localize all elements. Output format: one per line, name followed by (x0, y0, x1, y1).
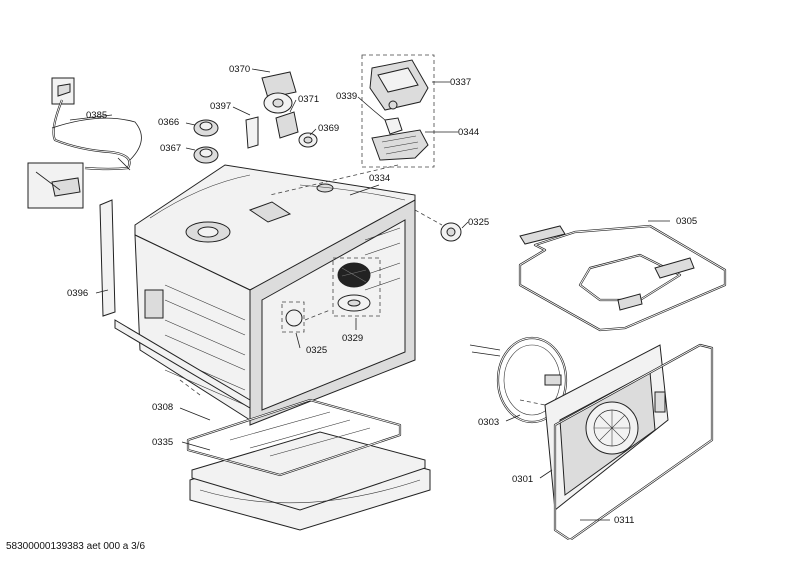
document-code: 58300000139383 aet 000 a 3/6 (6, 541, 146, 552)
label-0337: 0337 (450, 77, 471, 88)
exploded-parts-diagram: 0370 0371 0397 0339 0337 0385 0366 0367 … (27, 54, 727, 540)
label-0371: 0371 (298, 94, 319, 105)
label-0308: 0308 (152, 402, 173, 413)
label-0385: 0385 (86, 110, 107, 121)
label-0301: 0301 (512, 474, 533, 485)
label-0367: 0367 (160, 143, 181, 154)
label-0329: 0329 (342, 333, 363, 344)
assembly-lines (179, 164, 546, 406)
label-0325-lower: 0325 (306, 345, 327, 356)
label-0303: 0303 (478, 417, 499, 428)
temperature-sensor-group (27, 77, 142, 209)
label-0344: 0344 (458, 127, 479, 138)
label-0366: 0366 (158, 117, 179, 128)
label-0311: 0311 (614, 515, 634, 526)
label-0370: 0370 (229, 64, 250, 75)
bottom-heater-and-insulation (186, 398, 431, 531)
label-0397: 0397 (210, 101, 231, 112)
rear-panel-and-gasket (544, 343, 714, 540)
leader-lines (69, 68, 670, 521)
label-0305: 0305 (676, 216, 697, 227)
small-parts (99, 71, 462, 333)
ring-heater-element (469, 336, 568, 424)
label-0335: 0335 (152, 437, 173, 448)
oven-muffle (114, 164, 416, 426)
label-0369: 0369 (318, 123, 339, 134)
label-0396: 0396 (67, 288, 88, 299)
lamp-assembly-group (361, 54, 435, 168)
label-0325-upper: 0325 (468, 217, 489, 228)
top-grill-element (518, 224, 727, 332)
label-0334: 0334 (369, 173, 390, 184)
label-0339: 0339 (336, 91, 357, 102)
part-labels: 0370 0371 0397 0339 0337 0385 0366 0367 … (67, 64, 697, 526)
